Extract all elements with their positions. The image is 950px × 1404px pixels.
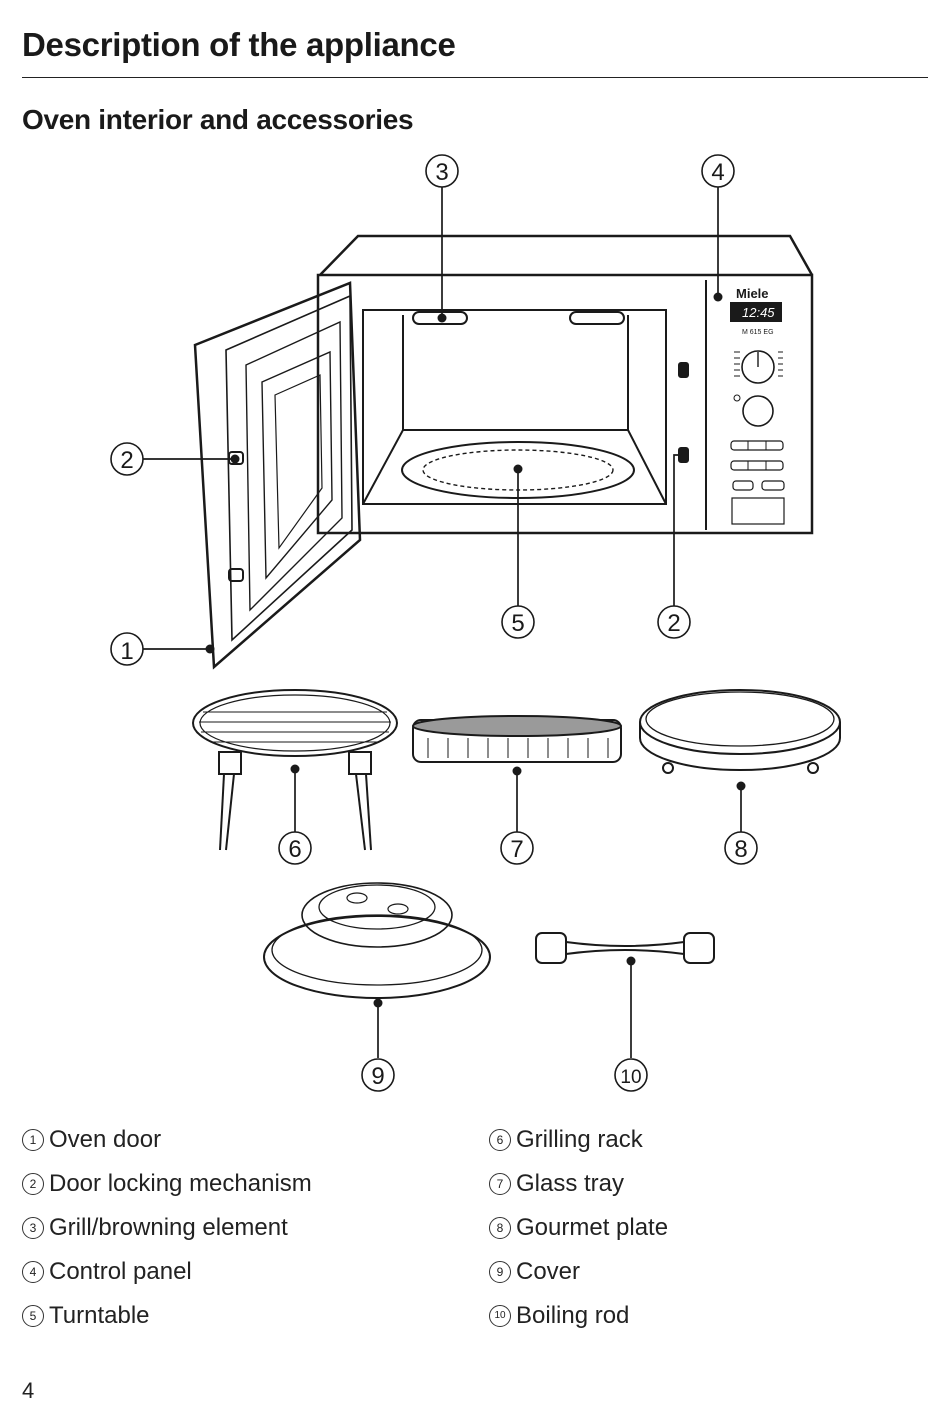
legend-item: 8 Gourmet plate xyxy=(489,1206,929,1250)
callout-leaders xyxy=(143,187,746,1058)
callout-4: 4 xyxy=(701,154,735,188)
legend-label: Door locking mechanism xyxy=(49,1170,312,1197)
cover xyxy=(263,882,491,999)
legend-item: 2 Door locking mechanism xyxy=(22,1162,462,1206)
boiling-rod xyxy=(535,932,715,964)
legend-label: Cover xyxy=(516,1258,581,1285)
glass-tray xyxy=(412,715,622,763)
legend-label: Grilling rack xyxy=(516,1126,643,1153)
button-row-2 xyxy=(730,460,784,471)
legend-label: Turntable xyxy=(49,1302,150,1329)
svg-text:4: 4 xyxy=(711,159,724,186)
legend-number: 4 xyxy=(22,1261,44,1283)
callout-10: 10 xyxy=(614,1058,648,1092)
legend-right: 6 Grilling rack 7 Glass tray 8 Gourmet p… xyxy=(489,1118,929,1338)
callout-2-cavity: 2 xyxy=(657,605,691,639)
legend-item: 4 Control panel xyxy=(22,1250,462,1294)
oven-door xyxy=(193,281,362,670)
display-time: 12:45 xyxy=(742,305,775,320)
svg-text:6: 6 xyxy=(288,836,301,863)
legend-number: 8 xyxy=(489,1217,511,1239)
timer-dial xyxy=(742,395,774,427)
callout-2-door: 2 xyxy=(110,442,144,476)
svg-text:3: 3 xyxy=(435,159,448,186)
legend-label: Gourmet plate xyxy=(516,1214,669,1241)
legend-item: 5 Turntable xyxy=(22,1294,462,1338)
legend-number: 9 xyxy=(489,1261,511,1283)
legend-number: 3 xyxy=(22,1217,44,1239)
control-panel: Miele 12:45 M 615 EG xyxy=(730,286,785,525)
power-scale xyxy=(734,351,783,377)
legend-item: 10 Boiling rod xyxy=(489,1294,929,1338)
legend-item: 6 Grilling rack xyxy=(489,1118,929,1162)
start-button xyxy=(732,480,754,491)
legend-number: 2 xyxy=(22,1173,44,1195)
model-label: M 615 EG xyxy=(742,329,774,336)
callout-8: 8 xyxy=(724,831,758,865)
legend-item: 9 Cover xyxy=(489,1250,929,1294)
svg-text:5: 5 xyxy=(511,610,524,637)
legend-label: Glass tray xyxy=(516,1170,625,1197)
svg-text:10: 10 xyxy=(620,1067,641,1088)
grilling-rack xyxy=(192,689,398,851)
microwave-oven xyxy=(316,234,814,535)
svg-text:8: 8 xyxy=(734,836,747,863)
legend-number: 7 xyxy=(489,1173,511,1195)
legend-number: 6 xyxy=(489,1129,511,1151)
legend-label: Boiling rod xyxy=(516,1302,630,1329)
legend-number: 5 xyxy=(22,1305,44,1327)
legend-number: 1 xyxy=(22,1129,44,1151)
appliance-diagram: Miele 12:45 M 615 EG xyxy=(110,154,841,1092)
legend-item: 1 Oven door xyxy=(22,1118,462,1162)
section-title: Oven interior and accessories xyxy=(22,104,414,135)
callout-9: 9 xyxy=(361,1058,395,1092)
brand-logo: Miele xyxy=(736,286,769,301)
button-row-1 xyxy=(730,440,784,451)
legend-label: Grill/browning element xyxy=(49,1214,288,1241)
callout-7: 7 xyxy=(500,831,534,865)
panel-window xyxy=(731,497,785,525)
gourmet-plate xyxy=(639,689,841,774)
legend-number: 10 xyxy=(489,1305,511,1327)
power-dial xyxy=(741,350,775,384)
stop-button xyxy=(761,480,785,491)
display-screen xyxy=(730,302,782,322)
legend-item: 7 Glass tray xyxy=(489,1162,929,1206)
svg-text:1: 1 xyxy=(120,638,133,665)
legend-label: Control panel xyxy=(49,1258,192,1285)
svg-text:9: 9 xyxy=(371,1063,384,1090)
svg-text:2: 2 xyxy=(667,610,680,637)
callout-5: 5 xyxy=(501,605,535,639)
svg-text:7: 7 xyxy=(510,836,523,863)
legend-label: Oven door xyxy=(49,1126,162,1153)
callout-6: 6 xyxy=(278,831,312,865)
legend-item: 3 Grill/browning element xyxy=(22,1206,462,1250)
callout-3: 3 xyxy=(425,154,459,188)
legend-left: 1 Oven door 2 Door locking mechanism 3 G… xyxy=(22,1118,462,1338)
svg-text:2: 2 xyxy=(120,447,133,474)
callout-1: 1 xyxy=(110,632,144,666)
page-number: 4 xyxy=(22,1378,35,1403)
page-title: Description of the appliance xyxy=(22,26,456,63)
title-divider xyxy=(22,77,928,78)
